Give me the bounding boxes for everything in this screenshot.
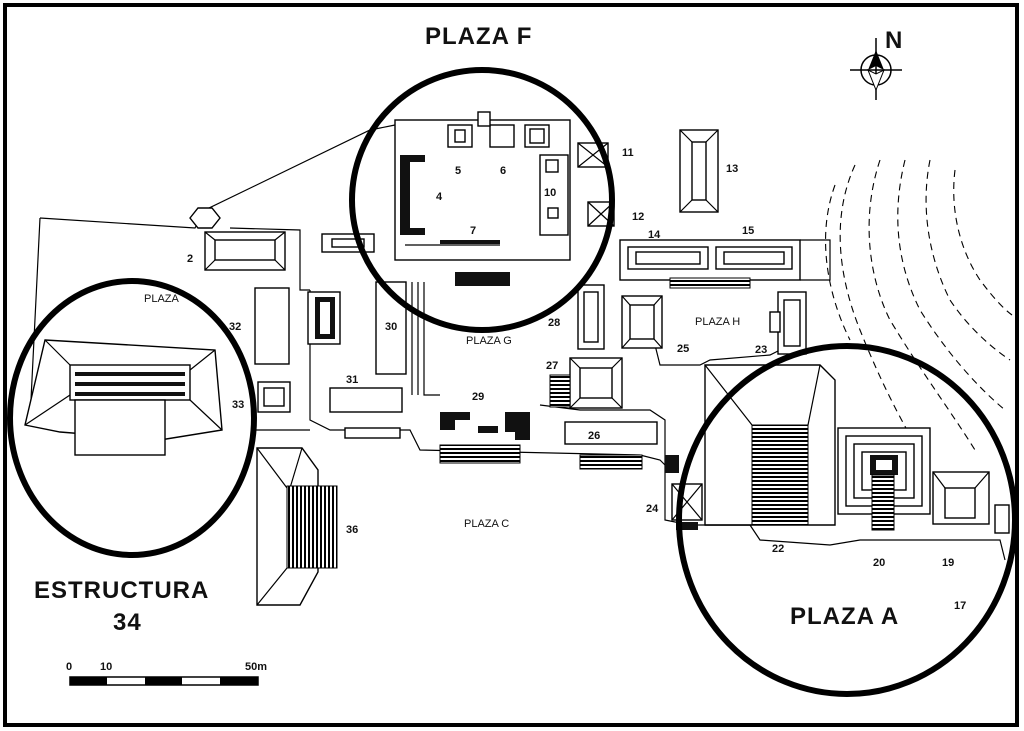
structure-small-west-inner (331, 238, 365, 248)
structure-label: 36 (346, 524, 358, 536)
plaza-partial-label: PLAZA (144, 293, 180, 305)
scale-label-10: 10 (100, 661, 112, 673)
structure-label: 7 (470, 225, 476, 237)
west-plaza-structures (254, 281, 440, 439)
plaza-a-label: PLAZA A (790, 603, 899, 630)
north-arrow-icon: N (850, 27, 902, 100)
structure-label: 4 (436, 191, 443, 203)
structure-label: 19 (942, 557, 954, 569)
structure-number-labels: 2 4 5 6 7 10 11 12 13 14 15 17 19 20 22 … (187, 147, 966, 612)
structure-label: 17 (954, 600, 966, 612)
structure-label: 6 (500, 165, 506, 177)
structure-13 (679, 129, 719, 213)
structure-label: 33 (232, 399, 244, 411)
scale-bar: 0 10 50m (66, 661, 267, 686)
highlight-circle-plaza-f (349, 67, 615, 333)
plaza-g-label: PLAZA G (466, 335, 512, 347)
plaza-f-group (394, 111, 571, 286)
structure-label: 2 (187, 253, 193, 265)
highlight-circle-estructura-34 (7, 278, 257, 558)
plaza-h-label: PLAZA H (695, 316, 740, 328)
terrain-contours (825, 159, 1013, 471)
structure-label: 28 (548, 317, 560, 329)
scale-label-0: 0 (66, 661, 72, 673)
estructura-number-label: 34 (113, 609, 142, 636)
structure-label: 15 (742, 225, 754, 237)
structure-label: 23 (755, 344, 767, 356)
structure-label: 25 (677, 343, 689, 355)
structure-label: 27 (546, 360, 558, 372)
structure-label: 29 (472, 391, 484, 403)
plaza-c-label: PLAZA C (464, 518, 509, 530)
plaza-g-structures (439, 284, 679, 473)
structure-36 (256, 447, 338, 606)
scale-label-50m: 50m (245, 661, 267, 673)
estructura-34-detail (24, 339, 223, 456)
structure-label: 14 (648, 229, 661, 241)
structure-label: 32 (229, 321, 241, 333)
structure-label: 31 (346, 374, 358, 386)
structure-label: 30 (385, 321, 397, 333)
plaza-h-structures (621, 291, 807, 355)
structure-label: 5 (455, 165, 461, 177)
plaza-a-structures (671, 364, 1010, 534)
structure-label: 20 (873, 557, 885, 569)
plaza-f-label: PLAZA F (425, 23, 532, 50)
structure-2 (189, 207, 286, 271)
structure-label: 26 (588, 430, 600, 442)
highlight-circle-plaza-a (676, 343, 1018, 697)
structures-14-15 (619, 239, 801, 289)
north-label: N (885, 27, 902, 54)
estructura-label: ESTRUCTURA (34, 577, 209, 604)
structure-label: 24 (646, 503, 659, 515)
structure-label: 12 (632, 211, 644, 223)
structure-label: 22 (772, 543, 784, 555)
structure-label: 13 (726, 163, 738, 175)
structure-label: 11 (622, 147, 634, 159)
structure-label: 10 (544, 187, 556, 199)
